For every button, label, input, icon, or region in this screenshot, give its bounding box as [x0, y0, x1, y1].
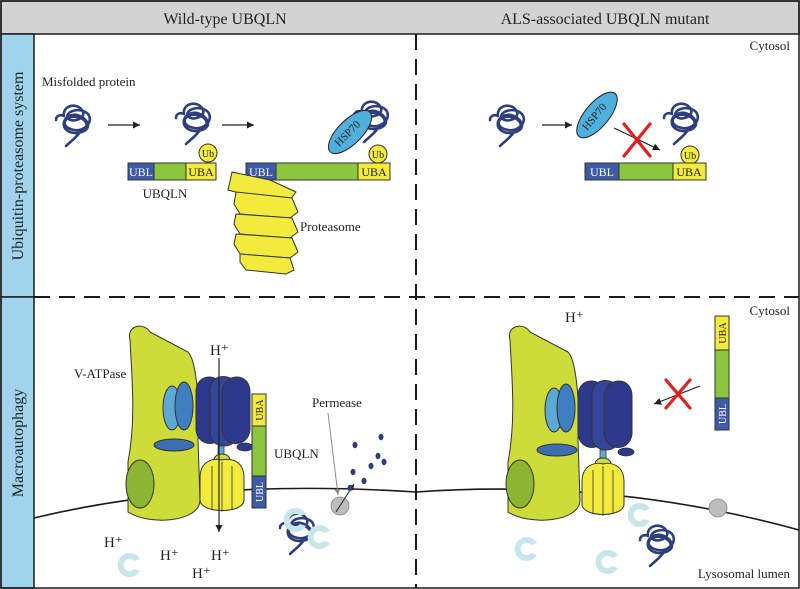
ub-label-3: Ub: [684, 151, 696, 162]
ubqln-mut-ups: Ub UBL UBA: [584, 145, 707, 181]
uba-label-5: UBA: [718, 322, 729, 344]
lysosomal-lumen-label: Lysosomal lumen: [698, 566, 791, 581]
vatpase-foot-wt: [125, 459, 155, 509]
h-plus-lumen-1: H⁺: [104, 535, 123, 551]
misfolded-protein-2: [174, 102, 212, 146]
ubl-domain-4: [251, 475, 267, 509]
ubqln-wt-1: Ub UBL UBA: [127, 143, 218, 181]
hsp70-mut: HSP70: [576, 91, 618, 139]
cytosol-label-ups: Cytosol: [750, 38, 791, 53]
h-plus-lumen-4: H⁺: [192, 566, 211, 582]
c-shape-mut-3: [595, 550, 618, 574]
uba-domain-2: [357, 162, 391, 181]
subunit-flat-wt: [153, 438, 195, 452]
ub-label-2: Ub: [372, 150, 384, 161]
hsp70-ellipse-wt: [327, 109, 373, 155]
ubqln-label-ups: UBQLN: [143, 186, 188, 201]
subunit-lb2-mut: [556, 383, 576, 433]
ubqln-wt-2: Ub UBL UBA: [245, 144, 391, 181]
c-shape-mut-1: [627, 503, 650, 527]
proteasome: [227, 171, 299, 275]
h-plus-top-wt: H⁺: [210, 343, 229, 359]
header-wild-type: Wild-type UBQLN: [163, 11, 287, 28]
ubl-label-5: UBL: [718, 404, 729, 424]
ubqln-linker-2: [275, 162, 359, 181]
uba-domain-3: [672, 162, 707, 181]
ubqln-label-autophagy: UBQLN: [274, 446, 319, 461]
ubqln-linker-5: [714, 349, 730, 399]
red-x-ups: [622, 122, 652, 158]
side-label-ups: Ubiquitin-proteasome system: [10, 71, 27, 260]
misfolded-protein-5: [662, 102, 700, 146]
vatpase-label: V-ATPase: [74, 366, 126, 381]
misfolded-protein-label: Misfolded protein: [42, 74, 136, 89]
v1-head-mut: [577, 380, 633, 451]
uba-label-2: UBA: [361, 165, 387, 179]
permease-label: Permease: [312, 395, 362, 410]
uba-label-4: UBA: [255, 399, 266, 421]
ubl-domain-5: [714, 397, 730, 431]
proteasome-label: Proteasome: [300, 219, 361, 234]
hsp70-ellipse-mut: [576, 91, 618, 139]
c-shape-mut-2: [514, 537, 537, 561]
lumen-protein-mut: [638, 524, 676, 568]
uba-domain-1: [185, 162, 217, 181]
small-subunit-wt: [236, 442, 254, 452]
h-plus-lumen-2: H⁺: [160, 548, 179, 564]
ubqln-linker-3: [618, 162, 674, 181]
misfolded-protein-1: [54, 104, 92, 148]
ubl-label-3: UBL: [590, 165, 614, 179]
amino-acid-dots: [347, 433, 387, 492]
header-bar: [0, 0, 800, 35]
ub-circle-1: [198, 143, 218, 163]
h-plus-lumen-3: H⁺: [211, 548, 230, 564]
v0-domain-mut: [581, 457, 625, 516]
red-x-autophagy: [664, 378, 692, 410]
small-subunit-mut: [617, 447, 635, 457]
header-als-mutant: ALS-associated UBQLN mutant: [501, 11, 710, 28]
vatpase-foot-mut: [505, 459, 535, 509]
ubqln-linker-1: [153, 162, 187, 181]
uba-label-3: UBA: [676, 165, 702, 179]
uba-label-1: UBA: [188, 165, 214, 179]
v0-domain-wt: [199, 453, 245, 512]
ubl-label-2: UBL: [249, 165, 273, 179]
ubqln-mut-autophagy: UBA UBL: [714, 315, 730, 431]
c-shape-wt-3: [117, 553, 140, 577]
ubqln-wt-autophagy: UBA UBL: [251, 393, 267, 509]
subunit-lb2-wt: [174, 381, 194, 431]
ub-label-1: Ub: [202, 149, 214, 160]
side-label-autophagy: Macroautophagy: [10, 389, 27, 497]
cytosol-label-autophagy: Cytosol: [750, 303, 791, 318]
subunit-flat-mut: [536, 443, 578, 457]
side-bar-top: [0, 33, 35, 298]
v1-head-wt: [195, 376, 251, 447]
h-plus-mut: H⁺: [565, 310, 584, 326]
ubqln-linker-4: [251, 425, 267, 477]
permease-arrow: [327, 412, 341, 496]
permease-mut: [708, 498, 728, 518]
misfolded-protein-4: [488, 104, 526, 148]
ubl-label-1: UBL: [129, 165, 153, 179]
ubl-label-4: UBL: [255, 482, 266, 502]
